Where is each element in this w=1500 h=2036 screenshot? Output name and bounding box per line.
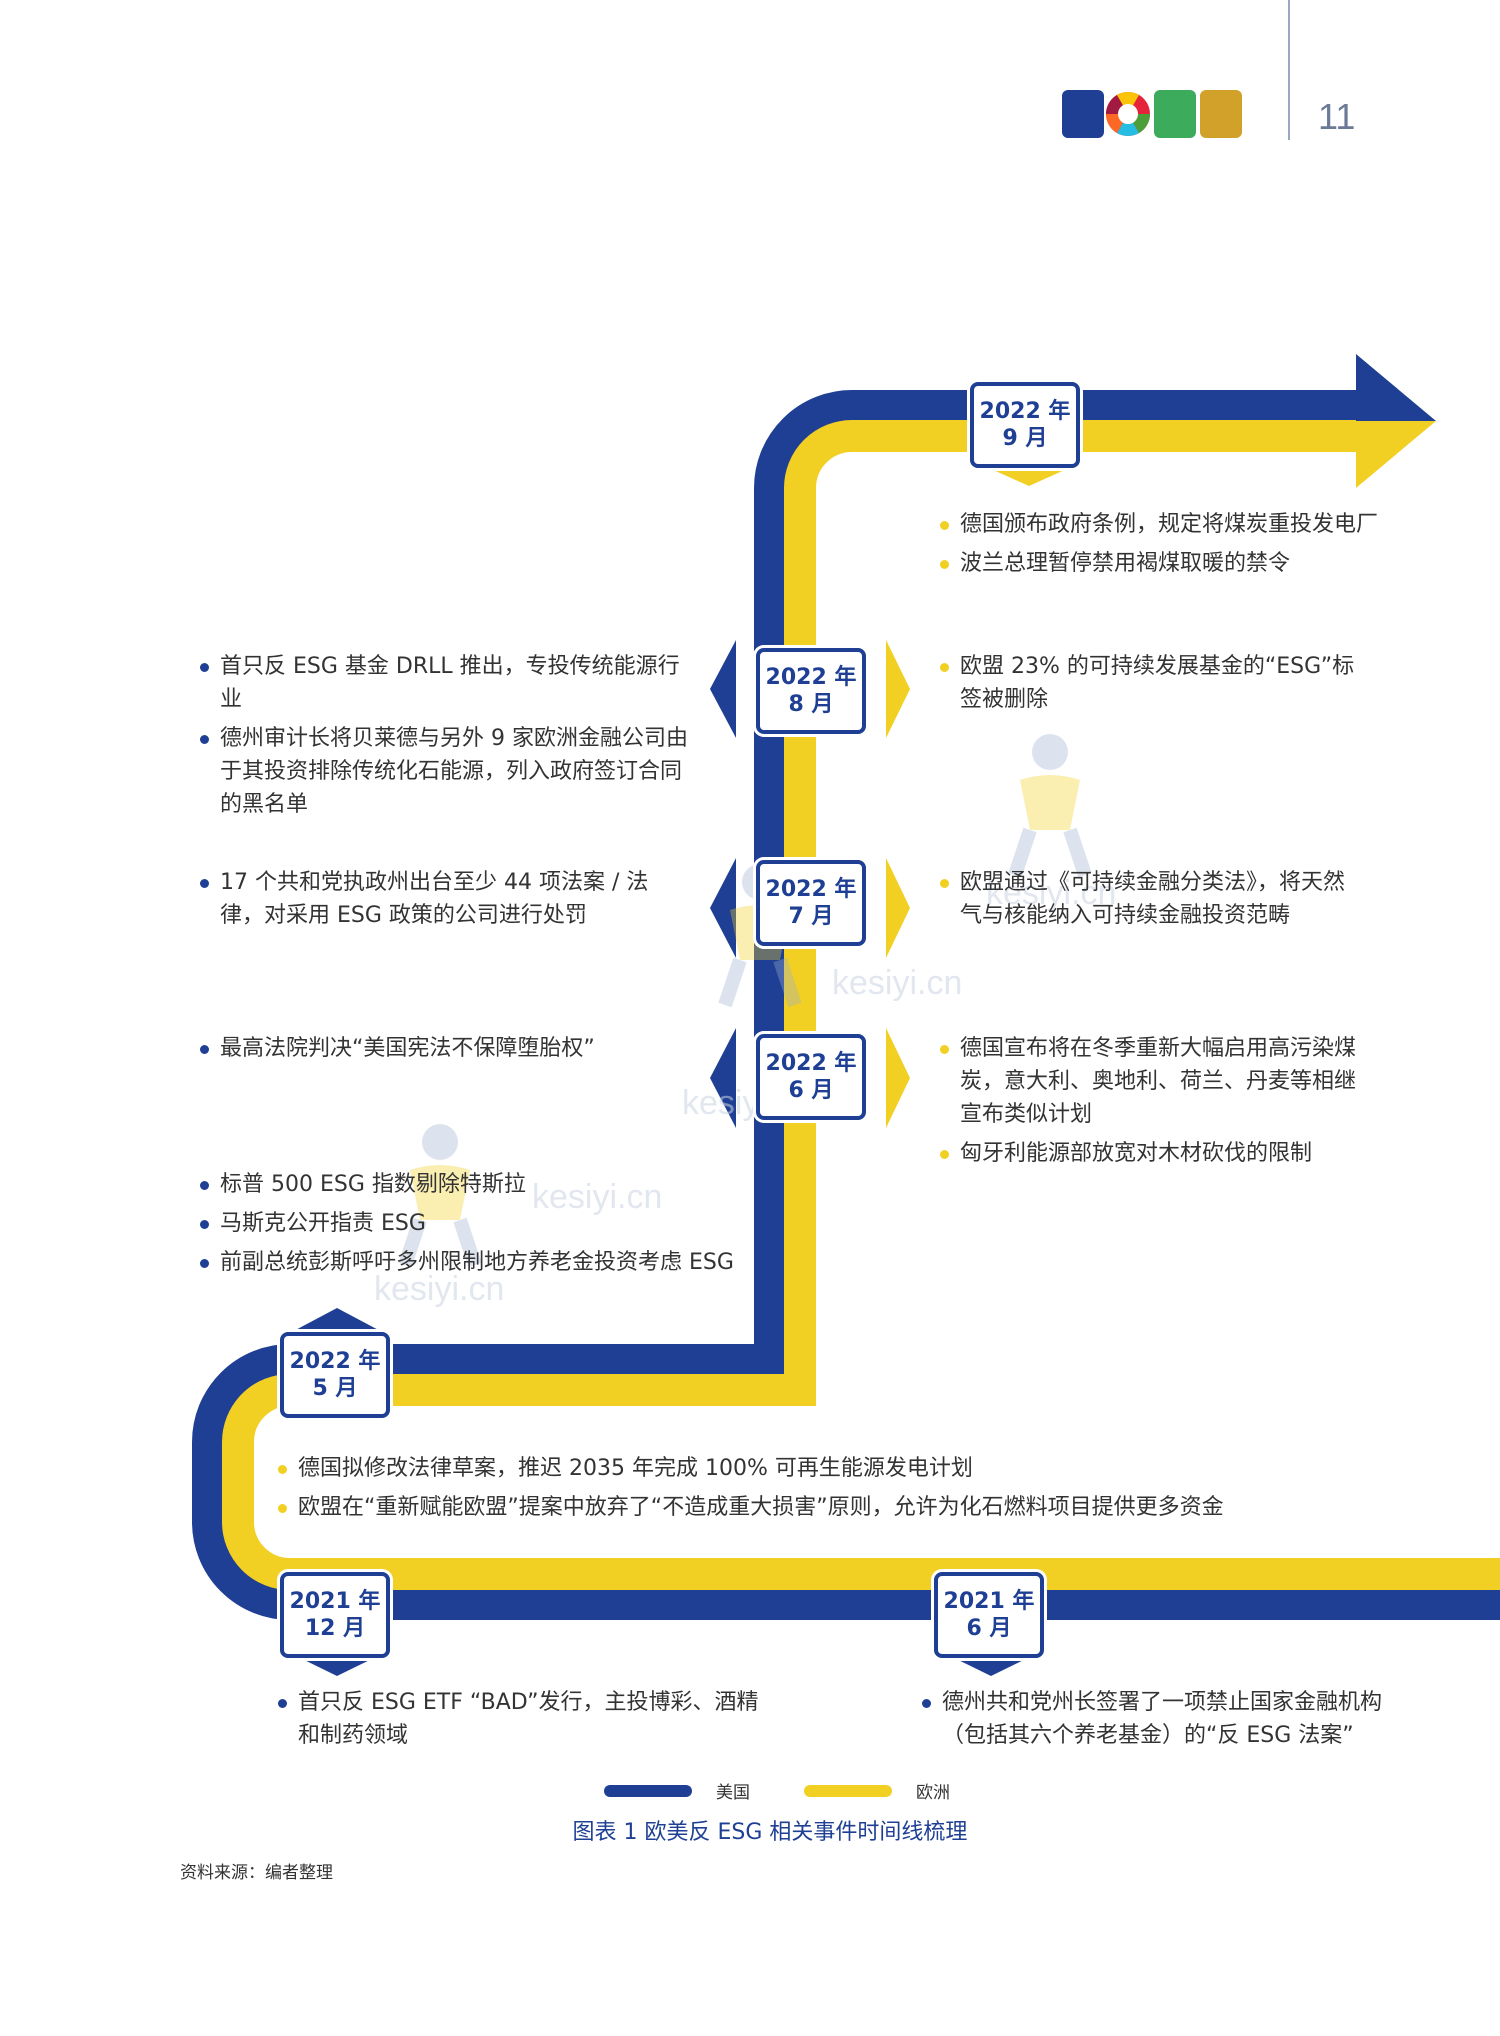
list-item: 首只反 ESG 基金 DRLL 推出，专投传统能源行业 [196, 650, 688, 716]
badge-month: 5 月 [312, 1376, 358, 1401]
events-europe-2022-07: 欧盟通过《可持续金融分类法》，将天然气与核能纳入可持续金融投资范畴 [936, 866, 1356, 938]
badge-year: 2022 年 [979, 399, 1071, 424]
events-usa-2021-06: 德州共和党州长签署了一项禁止国家金融机构（包括其六个养老基金）的“反 ESG 法… [918, 1686, 1418, 1758]
list-item: 德国宣布将在冬季重新大幅启用高污染煤炭，意大利、奥地利、荷兰、丹麦等相继宣布类似… [936, 1032, 1356, 1131]
badge-2022-08: 2022 年 8 月 [756, 648, 866, 734]
legend-usa-label: 美国 [716, 1783, 750, 1803]
watermark-figure-icon [398, 1124, 482, 1268]
marker-usa-202208 [710, 640, 736, 738]
marker-usa-202106 [942, 1652, 1040, 1676]
watermark: kesiyi.cn [532, 1178, 663, 1216]
list-item: 欧盟在“重新赋能欧盟”提案中放弃了“不造成重大损害”原则，允许为化石燃料项目提供… [274, 1491, 1384, 1524]
watermark: kesiyi.cn [374, 1270, 505, 1308]
list-item: 德州审计长将贝莱德与另外 9 家欧洲金融公司由于其投资排除传统化石能源，列入政府… [196, 722, 688, 821]
events-europe-2022-09: 德国颁布政府条例，规定将煤炭重投发电厂 波兰总理暂停禁用褐煤取暖的禁令 [936, 508, 1416, 586]
list-item: 德国颁布政府条例，规定将煤炭重投发电厂 [936, 508, 1416, 541]
arrowhead-usa [1356, 354, 1436, 421]
events-usa-2021-12: 首只反 ESG ETF “BAD”发行，主投博彩、酒精和制药领域 [274, 1686, 774, 1758]
badge-year: 2022 年 [289, 1349, 381, 1374]
badge-2021-06: 2021 年 6 月 [934, 1572, 1044, 1658]
badge-2022-06: 2022 年 6 月 [756, 1034, 866, 1120]
watermark: kesiyi.cn [986, 874, 1117, 912]
badge-month: 6 月 [966, 1616, 1012, 1641]
figure-caption: 图表 1 欧美反 ESG 相关事件时间线梳理 [572, 1820, 968, 1845]
events-usa-2022-07: 17 个共和党执政州出台至少 44 项法案 / 法律，对采用 ESG 政策的公司… [196, 866, 688, 938]
badge-year: 2021 年 [289, 1589, 381, 1614]
badge-month: 7 月 [788, 904, 834, 929]
marker-usa-202207 [710, 858, 736, 958]
list-item: 标普 500 ESG 指数剔除特斯拉 [196, 1168, 756, 1201]
page-number: 11 [1318, 96, 1356, 137]
watermark: kesiyi.cn [832, 964, 963, 1002]
legend-europe: 欧洲 [804, 1778, 950, 1803]
events-usa-2022-06: 最高法院判决“美国宪法不保障堕胎权” [196, 1032, 688, 1071]
badge-month: 6 月 [788, 1078, 834, 1103]
events-usa-2022-05: 标普 500 ESG 指数剔除特斯拉 马斯克公开指责 ESG 前副总统彭斯呼吁多… [196, 1168, 756, 1285]
list-item: 首只反 ESG ETF “BAD”发行，主投博彩、酒精和制药领域 [274, 1686, 774, 1752]
badge-year: 2021 年 [943, 1589, 1035, 1614]
marker-europe-202208 [886, 640, 910, 738]
legend-europe-label: 欧洲 [916, 1783, 950, 1803]
events-europe-2022-05: 德国拟修改法律草案，推迟 2035 年完成 100% 可再生能源发电计划 欧盟在… [274, 1452, 1384, 1530]
list-item: 欧盟 23% 的可持续发展基金的“ESG”标签被删除 [936, 650, 1356, 716]
badge-month: 8 月 [788, 692, 834, 717]
watermark-figure-icon [1008, 734, 1092, 878]
arrowhead-europe [1356, 421, 1436, 488]
events-usa-2022-08: 首只反 ESG 基金 DRLL 推出，专投传统能源行业 德州审计长将贝莱德与另外… [196, 650, 688, 827]
badge-2021-12: 2021 年 12 月 [280, 1572, 390, 1658]
list-item: 波兰总理暂停禁用褐煤取暖的禁令 [936, 547, 1416, 580]
list-item: 匈牙利能源部放宽对木材砍伐的限制 [936, 1137, 1356, 1170]
source-note: 资料来源：编者整理 [180, 1863, 333, 1883]
badge-year: 2022 年 [765, 665, 857, 690]
usa-track [192, 390, 1500, 1620]
events-europe-2022-06: 德国宣布将在冬季重新大幅启用高污染煤炭，意大利、奥地利、荷兰、丹麦等相继宣布类似… [936, 1032, 1356, 1176]
legend-usa: 美国 [604, 1778, 750, 1803]
list-item: 马斯克公开指责 ESG [196, 1207, 756, 1240]
marker-usa-202205 [288, 1308, 386, 1334]
marker-europe-202209 [980, 464, 1078, 486]
badge-month: 12 月 [304, 1616, 366, 1641]
badge-year: 2022 年 [765, 1051, 857, 1076]
list-item: 德州共和党州长签署了一项禁止国家金融机构（包括其六个养老基金）的“反 ESG 法… [918, 1686, 1418, 1752]
year-logo: 2022 [1062, 90, 1242, 138]
badge-2022-09: 2022 年 9 月 [970, 382, 1080, 468]
badge-2022-05: 2022 年 5 月 [280, 1332, 390, 1418]
list-item: 最高法院判决“美国宪法不保障堕胎权” [196, 1032, 688, 1065]
list-item: 17 个共和党执政州出台至少 44 项法案 / 法律，对采用 ESG 政策的公司… [196, 866, 688, 932]
marker-usa-202112 [288, 1652, 386, 1676]
marker-usa-202206 [710, 1028, 736, 1128]
legend-europe-swatch [804, 1784, 892, 1797]
header-divider [1288, 0, 1290, 140]
marker-europe-202206 [886, 1028, 910, 1128]
marker-europe-202207 [886, 858, 910, 958]
badge-2022-07: 2022 年 7 月 [756, 860, 866, 946]
list-item: 欧盟通过《可持续金融分类法》，将天然气与核能纳入可持续金融投资范畴 [936, 866, 1356, 932]
europe-track [222, 420, 1500, 1590]
list-item: 德国拟修改法律草案，推迟 2035 年完成 100% 可再生能源发电计划 [274, 1452, 1384, 1485]
badge-year: 2022 年 [765, 877, 857, 902]
events-europe-2022-08: 欧盟 23% 的可持续发展基金的“ESG”标签被删除 [936, 650, 1356, 722]
list-item: 前副总统彭斯呼吁多州限制地方养老金投资考虑 ESG [196, 1246, 756, 1279]
badge-month: 9 月 [1002, 426, 1048, 451]
legend-usa-swatch [604, 1784, 692, 1797]
